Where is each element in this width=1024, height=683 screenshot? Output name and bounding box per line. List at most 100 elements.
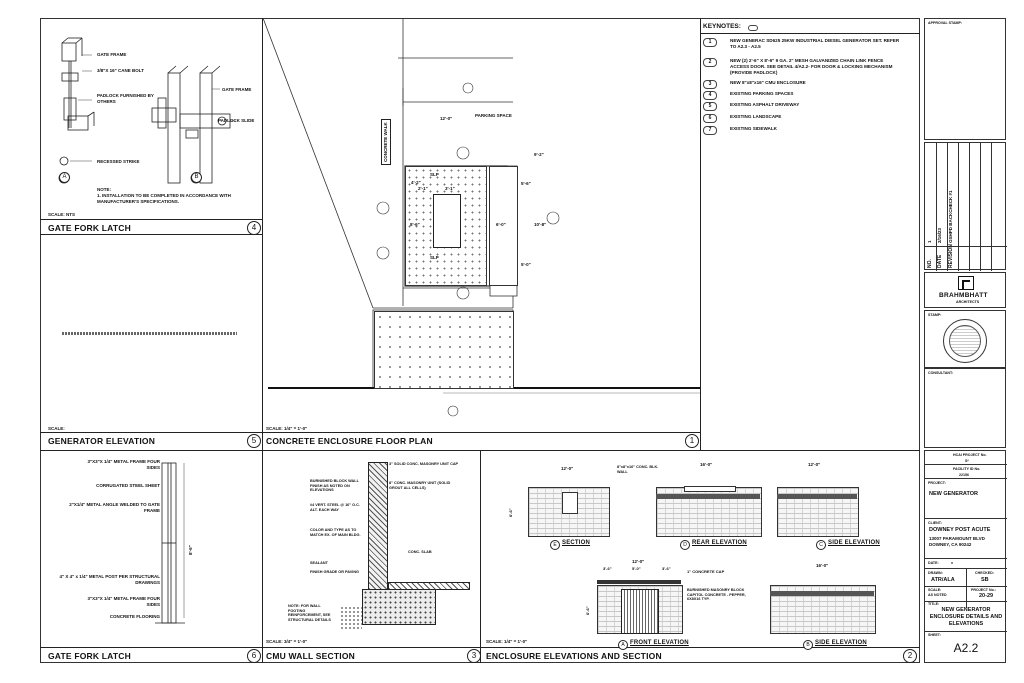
dim-8-6: 8'-6" [410,222,420,227]
dim-a-center: 5'-0" [632,566,641,571]
landscape-area [374,311,514,389]
keynote-number: 2 [703,58,717,67]
detail-number-6: 6 [247,649,261,663]
rev-row-date: 2/16/23 [937,227,942,243]
label-concrete-walk: CONCRETE WALK [381,119,391,165]
note-text: 1. INSTALLATION TO BE COMPLETED IN ACCOR… [97,193,231,204]
client-address-2: DOWNEY, CA 90242 [929,542,972,547]
keynote-number: 4 [703,91,717,100]
date-label: DATE: [928,561,939,565]
label-finish-grade: FINISH GRADE OR PAVING [310,570,360,574]
label-cane-bolt: 3/8"X 16" CANE BOLT [97,68,144,73]
revision-box: NO. DATE 1 2/16/23 OSHPD BACKCHECK #1 RE… [924,142,1007,271]
drawn-label: DRAWN: [928,571,943,575]
title-gate-fork-latch-bottom: GATE FORK LATCH [48,651,131,661]
dim-elev-e: 12'-0" [561,466,574,471]
rev-col-revision: REVISION [948,244,954,268]
facility-value: 22156 [959,473,969,477]
label-padlock-slide: PADLOCK SLIDE [218,118,255,123]
title-generator-elevation: GENERATOR ELEVATION [48,436,156,446]
elev-b-band [770,591,874,596]
approval-stamp-box: APPROVAL STAMP: [924,18,1006,140]
elev-c-band [777,494,857,499]
firm-logo-icon [958,276,974,290]
divider-h2 [40,219,262,220]
keynote-number: 7 [703,126,717,135]
keynote-number: 1 [703,38,717,47]
view-letter-a: A [618,640,628,650]
title-elevations: ENCLOSURE ELEVATIONS AND SECTION [486,651,662,661]
cmu-grade [340,606,362,630]
rev-row-text: OSHPD BACKCHECK #1 [948,190,953,243]
label-metal-post: 4" X 4" x 1/4" METAL POST PER STRUCTURAL… [59,574,160,585]
keynotes-rule [700,33,920,34]
dim-9-2: 9'-2" [534,152,544,157]
divider-h6 [40,647,920,648]
dim-elev-d: 16'-0" [700,462,713,467]
divider-v2 [480,450,481,663]
label-concrete-flooring: CONCRETE FLOORING [109,614,160,619]
label-blk-wall: 8"x8"x16" CONC. BLK. WALL [617,465,659,474]
firm-sub: ARCHITECTS [956,300,980,304]
cmu-footing [362,589,436,625]
consultant-box: CONSULTANT: [924,368,1006,448]
elev-a-gate [621,589,659,634]
detail-number-3: 3 [467,649,481,663]
keynote-text: NEW GENERAC SD625 25KW INDUSTRIAL DIESEL… [730,38,900,49]
label-burnished-masonry: BURNISHED MASONRY BLOCK CAPITOL CONCRETE… [687,588,746,602]
keynotes-title: KEYNOTES: [703,23,741,30]
label-vert-steel: #4 VERT. STEEL @ 16" O.C. ALT. EACH WAY [310,503,360,512]
label-metal-frame-top: 3"X3"X 1/4" METAL FRAME FOUR SIDES [87,459,161,470]
sheet-number: A2.2 [953,641,979,655]
keynote-number: 6 [703,114,717,123]
title-label: TITLE: [928,602,940,606]
dim-elev-c: 12'-0" [808,462,821,467]
dim-3-1: 3'-1" [445,186,455,191]
keynote-text: EXISTING LANDSCAPE [730,114,782,119]
label-parking-space: PARKING SPACE [475,113,512,118]
project-no-value: 20-29 [979,593,994,599]
view-letter-c: C [816,540,826,550]
label-slp-bottom: SLP [430,255,439,260]
detail-number-2: 2 [903,649,917,663]
firm-name: BRAHMBHATT [939,292,988,299]
architect-seal-outer [943,319,987,363]
label-cmu-unit: 8" CONC. MASONRY UNIT (SOLID GROUT ALL C… [389,481,451,490]
elev-d-band [656,494,760,499]
keynote-number: 5 [703,102,717,111]
label-recessed-strike: RECESSED STRIKE [97,159,140,164]
consultant-label: CONSULTANT: [928,371,954,375]
title-cmu-wall-section: CMU WALL SECTION [266,651,355,661]
scale-label: SCALE: [928,588,942,592]
label-cmu-cap: 3" SOLID CONC. MASONRY UNIT CAP [389,462,459,466]
label-footing-note: NOTE: FOR WALL FOOTING REINFORCEMENT, SE… [288,604,331,622]
hcai-label: HCAI PROJECT No. [953,453,987,457]
keynote-text: EXISTING PARKING SPACES [730,91,794,96]
view-label-a: FRONT ELEVATION [630,640,689,646]
facility-label: FACILITY ID No. [953,467,981,471]
hcai-value: S* [965,459,969,463]
scale-detail-1: SCALE: 1/4" = 1'-0" [266,426,308,431]
label-gate-frame-a: GATE FRAME [97,52,127,57]
view-letter-b: B [803,640,813,650]
divider-v3 [700,18,701,450]
access-door-area [489,166,518,286]
dim-a-height: 6'-6" [585,606,590,615]
dim-a-left: 3'-6" [603,566,612,571]
divider-h1 [40,450,920,451]
sheet-label: SHEET: [928,633,941,637]
client-address-1: 13007 PARAMOUNT BLVD [929,536,985,541]
rev-col-date: DATE [937,254,943,268]
keynote-text: EXISTING SIDEWALK [730,126,777,131]
stamp-box: STAMP: [924,310,1006,368]
label-gate-frame-b: GATE FRAME [222,87,252,92]
sheet-title-line-3: ELEVATIONS [948,621,984,627]
elev-a-cap [597,580,681,584]
scale-detail-2: SCALE: 1/4" = 1'-0" [486,639,528,644]
dim-4-2: 4'-2" [411,180,421,185]
elev-d-generator [684,486,736,492]
view-label-b: SIDE ELEVATION [815,640,867,646]
divider-h4 [40,432,262,433]
project-no-label: PROJECT No.: [971,588,996,592]
keynote-text: EXISTING ASPHALT DRIVEWAY [730,102,800,107]
